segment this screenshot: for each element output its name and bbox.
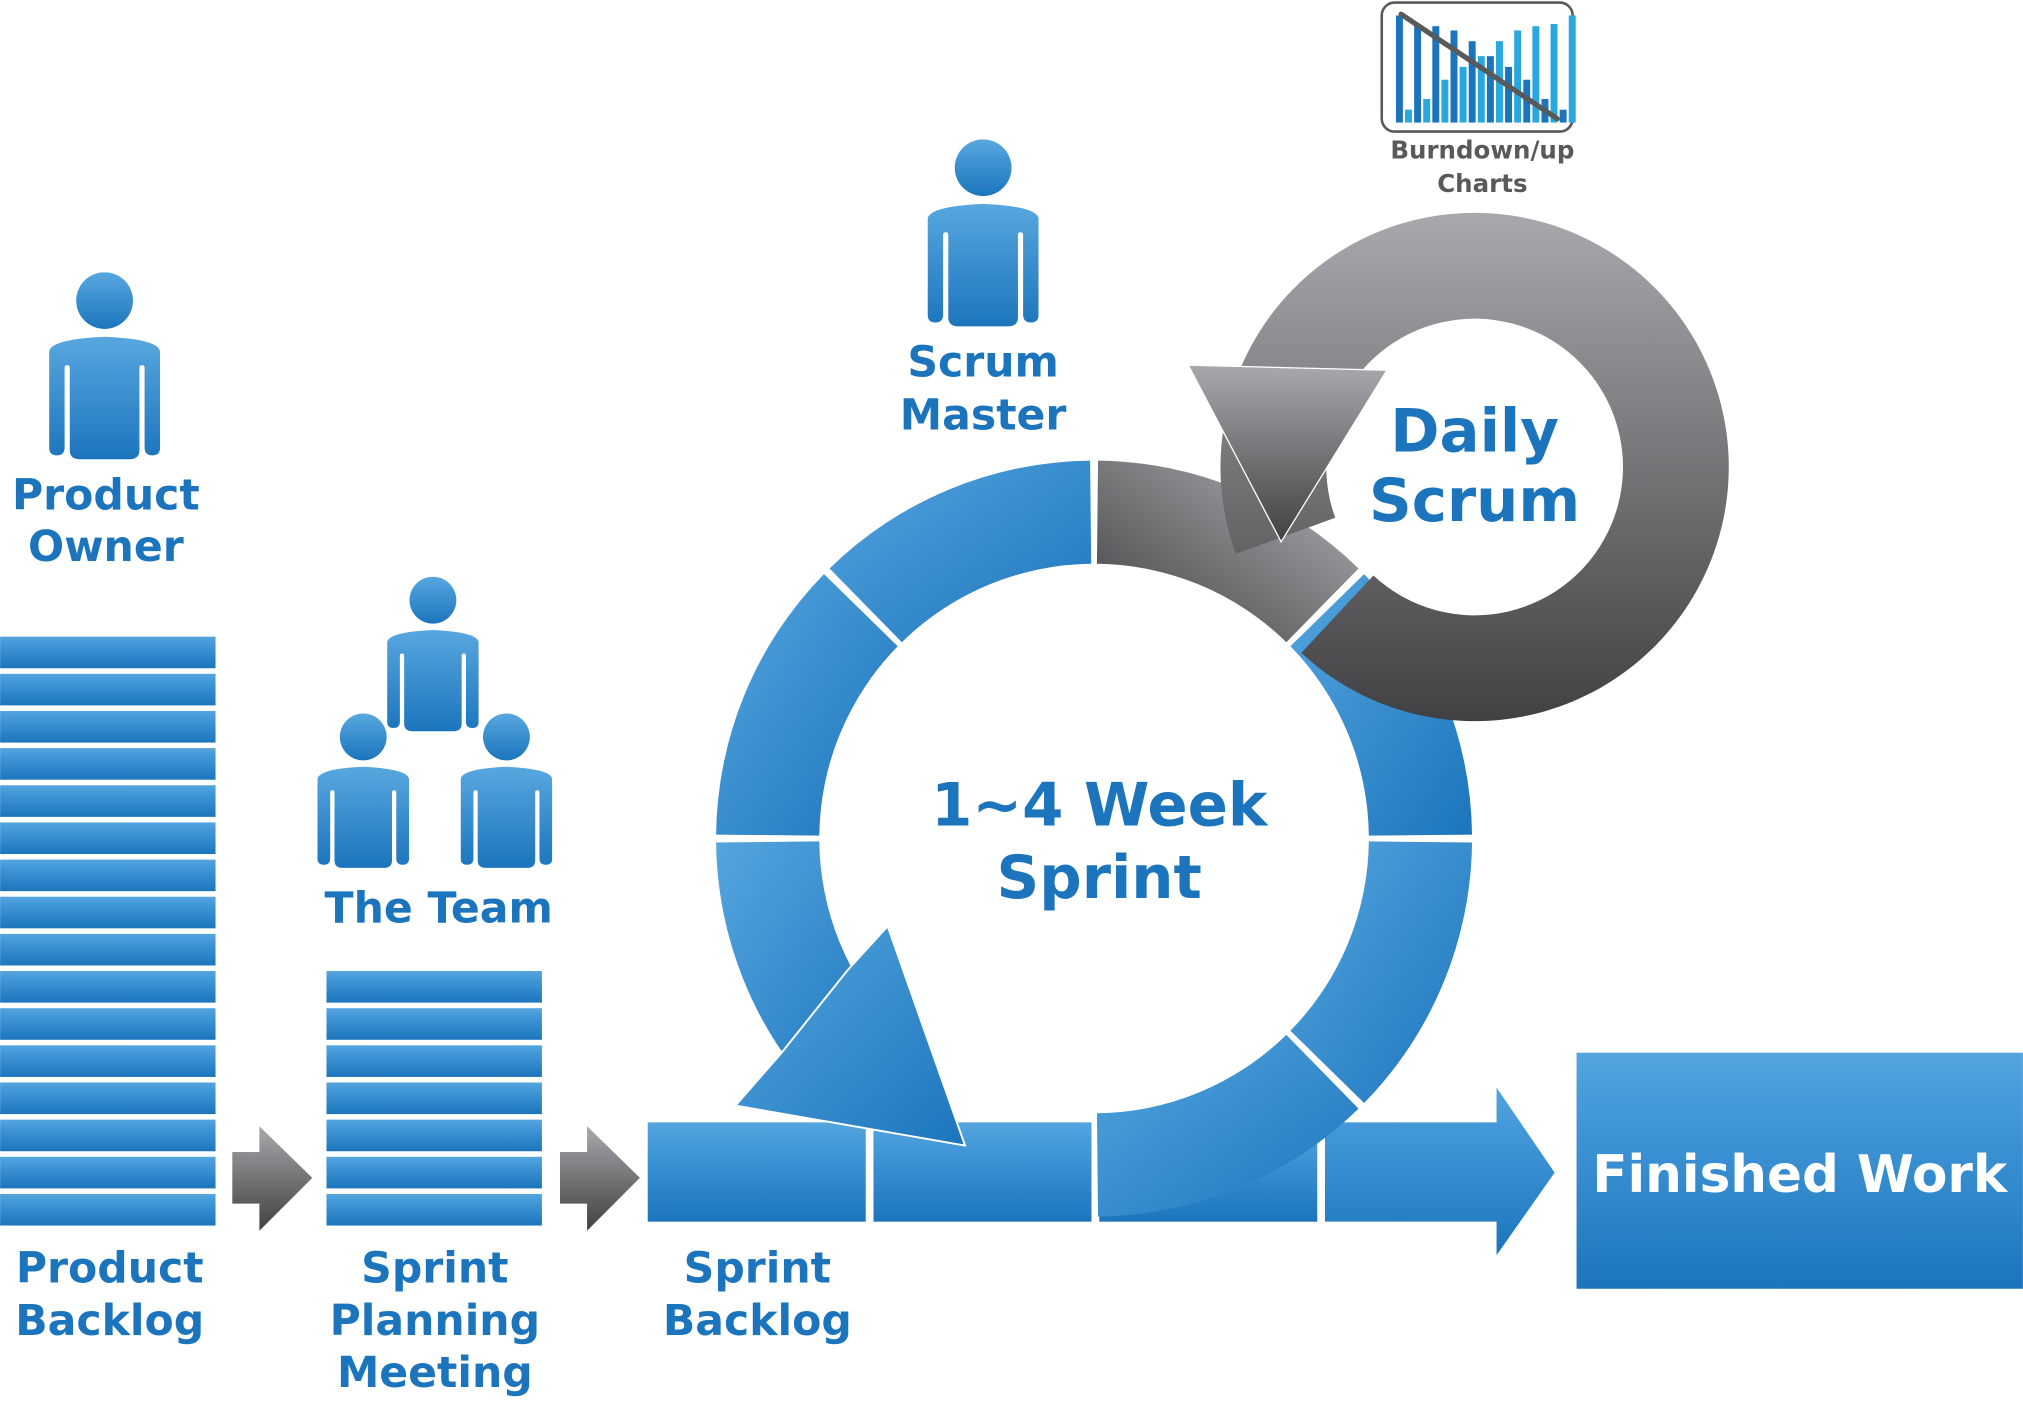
burndown-bar <box>1432 26 1440 123</box>
backlog-item <box>0 710 216 743</box>
daily-scrum-label-line1: Daily <box>1390 397 1559 466</box>
backlog-item <box>0 1045 216 1077</box>
sprint-backlog-cell <box>873 1122 1092 1222</box>
burnup-bar <box>1550 24 1558 123</box>
backlog-item <box>0 1156 216 1189</box>
backlog-item <box>0 933 216 966</box>
sprint-ring-segment <box>716 574 898 836</box>
backlog-item <box>0 1082 216 1115</box>
backlog-item <box>0 785 216 817</box>
sprint-cycle-label-line1: 1~4 Week <box>931 771 1269 840</box>
backlog-item <box>0 748 216 780</box>
daily-scrum-ring <box>1187 212 1729 722</box>
burndown-label-line2: Charts <box>1437 169 1527 198</box>
burnup-bar <box>1423 98 1431 123</box>
burnup-bar <box>1514 30 1522 123</box>
arrow-right-icon <box>232 1126 313 1231</box>
backlog-item <box>326 971 542 1003</box>
finished-work-box: Finished Work <box>1576 1052 2023 1289</box>
daily-scrum-label-line2: Scrum <box>1369 466 1580 535</box>
product-backlog-stack <box>0 636 216 1226</box>
arrow-right-icon <box>559 1126 640 1231</box>
sprint-cycle-label-line2: Sprint <box>997 843 1202 912</box>
finished-work-label: Finished Work <box>1592 1145 2009 1205</box>
backlog-item <box>0 971 216 1003</box>
sprint-backlog-cell <box>647 1122 866 1222</box>
burndown-chart-icon: Burndown/up Charts <box>1380 1 1576 198</box>
sprint-planning-label-line3: Meeting <box>337 1348 533 1398</box>
product-owner-label-line1: Product <box>12 471 200 521</box>
backlog-item <box>0 822 216 855</box>
burndown-bar <box>1468 41 1476 123</box>
burndown-bar <box>1395 15 1403 123</box>
backlog-item <box>0 859 216 892</box>
backlog-item <box>326 1119 542 1152</box>
burnup-bar <box>1441 79 1449 123</box>
product-owner-person-icon <box>49 272 161 460</box>
product-owner: Product Owner <box>12 272 200 572</box>
burndown-bar <box>1486 56 1494 123</box>
burndown-bar <box>1505 66 1513 123</box>
sprint-planning-stack <box>326 971 542 1226</box>
sprint-cycle-arrowhead-icon <box>733 924 967 1147</box>
product-owner-label-line2: Owner <box>28 522 184 572</box>
backlog-item <box>326 1193 542 1226</box>
daily-ring-arc <box>1220 212 1729 722</box>
backlog-item <box>326 1045 542 1077</box>
sprint-ring-segment <box>1096 1034 1359 1217</box>
burndown-bar <box>1450 30 1458 123</box>
team-member-person-icon <box>387 576 479 732</box>
product-backlog-label-line2: Backlog <box>15 1296 204 1346</box>
backlog-item <box>0 896 216 929</box>
burnup-bar <box>1568 15 1576 123</box>
backlog-item <box>326 1156 542 1189</box>
backlog-item <box>326 1082 542 1115</box>
sprint-backlog-label-line1: Sprint <box>684 1243 831 1293</box>
burndown-bar <box>1559 109 1567 123</box>
sprint-planning-label-line1: Sprint <box>361 1243 508 1293</box>
scrum-master: Scrum Master <box>900 139 1067 441</box>
backlog-item <box>0 673 216 706</box>
product-backlog-label-line1: Product <box>16 1243 204 1293</box>
the-team: The Team <box>317 576 553 933</box>
sprint-backlog-strip <box>647 1087 1555 1256</box>
burnup-bar <box>1532 26 1540 123</box>
burnup-bar <box>1459 66 1467 123</box>
scrum-master-label-line1: Scrum <box>907 338 1059 388</box>
sprint-planning-label-line2: Planning <box>330 1296 540 1346</box>
backlog-item <box>0 1119 216 1152</box>
backlog-item <box>326 1008 542 1040</box>
team-label: The Team <box>325 883 553 933</box>
daily-scrum-arrowhead-icon <box>1187 364 1389 544</box>
burndown-trend-line <box>1398 11 1560 122</box>
sprint-ring-segment <box>829 460 1092 643</box>
sprint-ring-segment <box>1096 460 1359 643</box>
team-member-person-icon <box>317 713 410 868</box>
burndown-label-line1: Burndown/up <box>1390 136 1574 165</box>
backlog-item <box>0 1193 216 1226</box>
backlog-item <box>0 1008 216 1040</box>
scrum-master-label-line2: Master <box>900 391 1067 441</box>
sprint-ring-segment <box>1290 841 1473 1103</box>
backlog-item <box>0 636 216 669</box>
sprint-output-arrow-icon <box>1324 1087 1555 1256</box>
burnup-bar <box>1477 56 1485 123</box>
scrum-master-person-icon <box>927 139 1039 327</box>
burndown-bar <box>1414 24 1422 123</box>
sprint-backlog-label-line2: Backlog <box>663 1296 852 1346</box>
team-member-person-icon <box>460 713 553 868</box>
burnup-bar <box>1405 109 1412 123</box>
